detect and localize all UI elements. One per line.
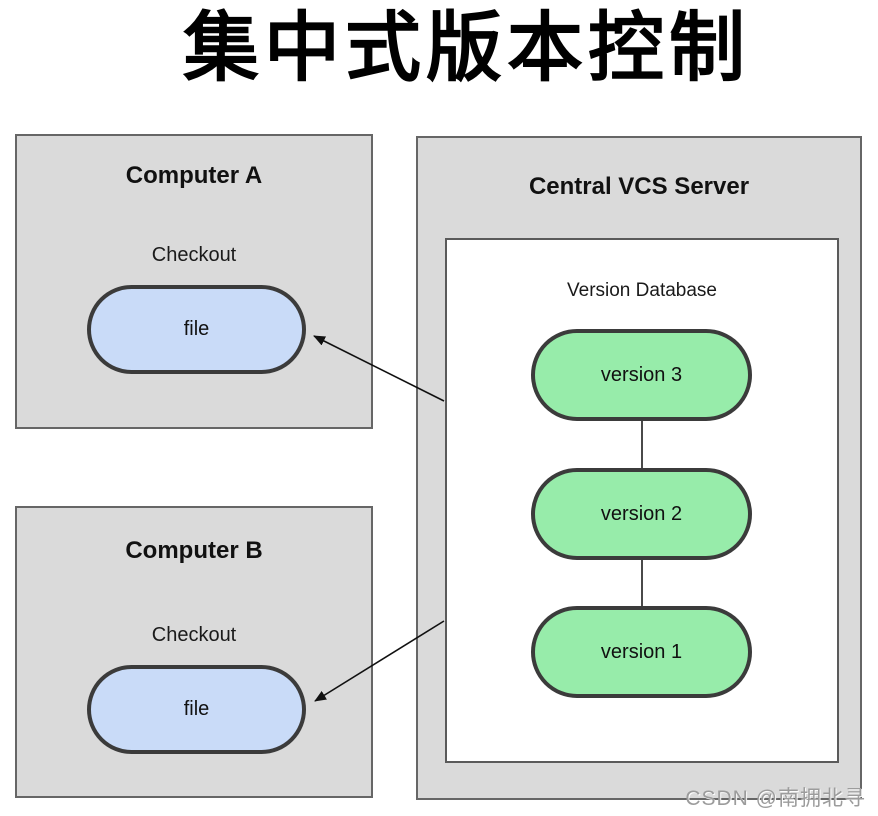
computer-b-box: Computer B Checkout file bbox=[15, 506, 373, 798]
version-database-title: Version Database bbox=[567, 280, 717, 301]
server-title: Central VCS Server bbox=[528, 173, 750, 200]
version-3-node: version 3 bbox=[531, 329, 752, 421]
computer-b-checkout-label: Checkout bbox=[151, 624, 237, 646]
computer-a-title: Computer A bbox=[125, 162, 263, 189]
computer-b-title: Computer B bbox=[125, 537, 263, 564]
version-connector-3-2 bbox=[641, 421, 643, 468]
version-database-box: Version Database version 3 version 2 ver… bbox=[445, 238, 839, 763]
computer-a-file-label: file bbox=[183, 318, 210, 340]
central-vcs-server-box: Central VCS Server Version Database vers… bbox=[416, 136, 862, 800]
version-connector-2-1 bbox=[641, 560, 643, 606]
computer-b-file-label: file bbox=[183, 698, 210, 720]
version-3-label: version 3 bbox=[600, 363, 683, 386]
watermark: CSDN @南拥北寻 bbox=[685, 787, 866, 810]
version-1-node: version 1 bbox=[531, 606, 752, 698]
version-2-node: version 2 bbox=[531, 468, 752, 560]
computer-b-file-node: file bbox=[87, 665, 306, 754]
computer-a-file-node: file bbox=[87, 285, 306, 374]
version-1-label: version 1 bbox=[600, 640, 683, 663]
computer-a-checkout-label: Checkout bbox=[151, 244, 237, 266]
computer-a-box: Computer A Checkout file bbox=[15, 134, 373, 429]
version-2-label: version 2 bbox=[600, 502, 683, 525]
page-title: 集中式版本控制 bbox=[183, 3, 750, 92]
